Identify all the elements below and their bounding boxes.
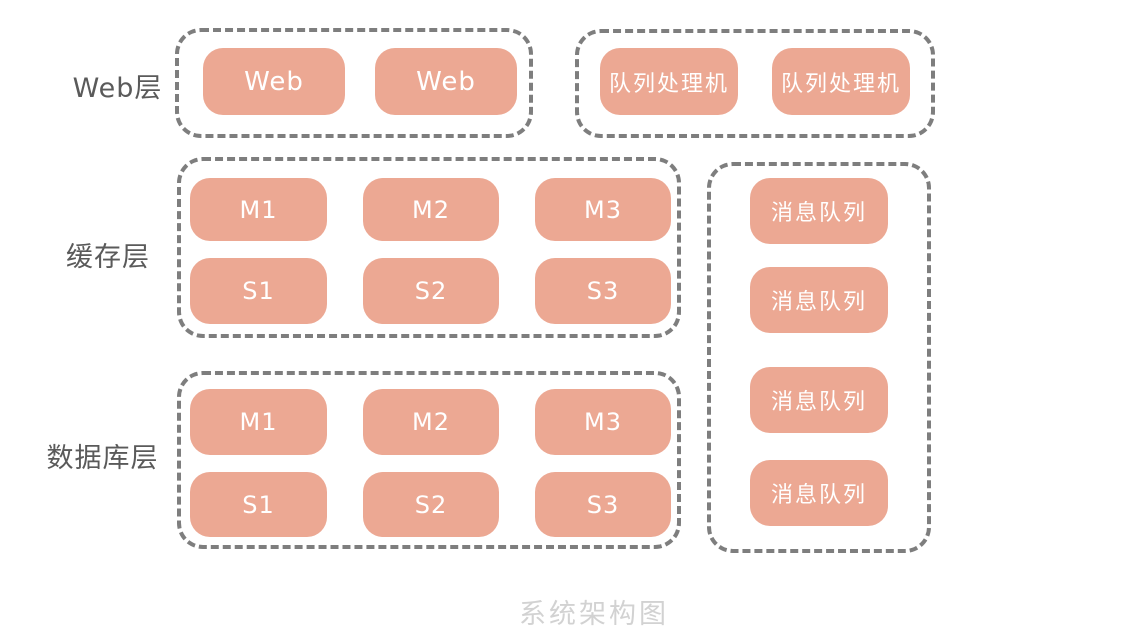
message-queue-group: 消息队列 消息队列 消息队列 消息队列: [707, 162, 931, 553]
cache-layer-label: 缓存层: [66, 242, 150, 273]
cache-master-node: M1: [190, 178, 327, 241]
cache-master-node: M2: [363, 178, 499, 241]
database-layer-label: 数据库层: [46, 443, 159, 474]
message-queue-node: 消息队列: [750, 460, 888, 526]
database-master-node: M3: [535, 389, 671, 455]
message-queue-node: 消息队列: [750, 367, 888, 433]
web-node: Web: [375, 48, 517, 115]
queue-processor-group: 队列处理机 队列处理机: [575, 29, 935, 138]
message-queue-node: 消息队列: [750, 267, 888, 333]
database-group: M1 M2 M3 S1 S2 S3: [177, 371, 681, 549]
database-slave-node: S2: [363, 472, 499, 537]
cache-group: M1 M2 M3 S1 S2 S3: [177, 157, 681, 338]
web-group: Web Web: [175, 28, 533, 138]
queue-processor-node: 队列处理机: [772, 48, 910, 115]
web-layer-label: Web层: [72, 73, 163, 104]
web-node: Web: [203, 48, 345, 115]
database-master-node: M2: [363, 389, 499, 455]
cache-slave-node: S1: [190, 258, 327, 324]
database-slave-node: S3: [535, 472, 671, 537]
message-queue-node: 消息队列: [750, 178, 888, 244]
cache-slave-node: S3: [535, 258, 671, 324]
database-slave-node: S1: [190, 472, 327, 537]
queue-processor-node: 队列处理机: [600, 48, 738, 115]
database-master-node: M1: [190, 389, 327, 455]
cache-slave-node: S2: [363, 258, 499, 324]
diagram-title: 系统架构图: [519, 599, 669, 630]
cache-master-node: M3: [535, 178, 671, 241]
